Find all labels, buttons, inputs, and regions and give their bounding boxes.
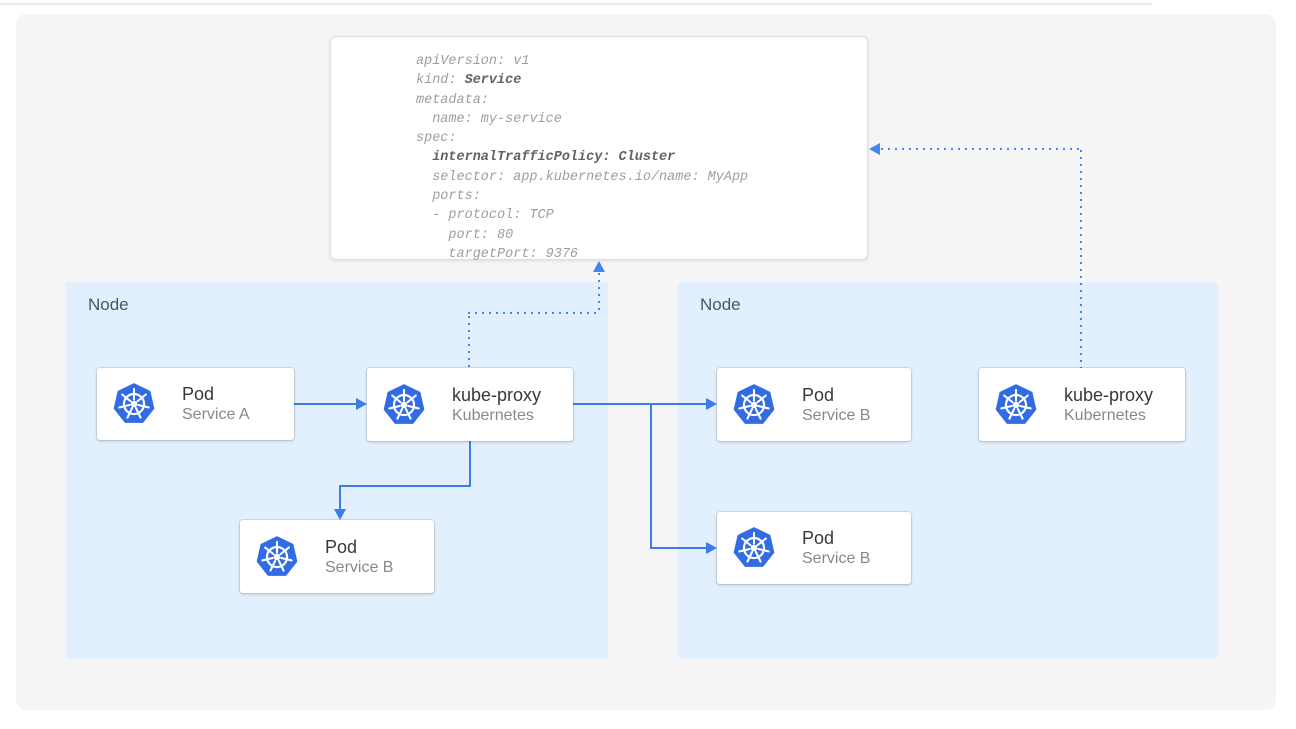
yaml-line: kind: Service <box>416 73 522 89</box>
kubernetes-icon <box>256 535 298 576</box>
dotted-segment <box>1080 150 1082 368</box>
yaml-line: name: my-service <box>416 111 562 127</box>
node-label: Node <box>88 295 129 314</box>
arrowhead-right-icon <box>706 398 717 410</box>
arrowhead-left-icon <box>869 143 880 155</box>
yaml-line: apiVersion: v1 <box>416 54 530 69</box>
dotted-segment <box>468 316 470 368</box>
arrowhead-right-icon <box>706 542 717 554</box>
arrow-segment <box>294 403 356 405</box>
node-label: Node <box>700 295 741 314</box>
yaml-line: port: 80 <box>416 227 514 243</box>
kube-proxy-right-card: kube-proxy Kubernetes <box>979 368 1185 441</box>
card-subtitle: Kubernetes <box>452 406 534 424</box>
arrow-segment <box>650 404 652 549</box>
pod-service-b-left-card: Pod Service B <box>240 520 434 593</box>
yaml-line: ports: <box>416 189 481 205</box>
arrow-segment <box>469 441 471 486</box>
card-title: Pod <box>325 536 358 557</box>
kubernetes-icon <box>383 383 425 424</box>
yaml-line: targetPort: 9376 <box>416 246 579 262</box>
card-title: kube-proxy <box>452 384 542 405</box>
arrowhead-up-icon <box>593 261 605 272</box>
card-subtitle: Service A <box>182 406 250 423</box>
yaml-line: - protocol: TCP <box>416 208 554 224</box>
yaml-line: spec: <box>416 131 457 147</box>
dotted-segment <box>468 312 600 314</box>
card-title: kube-proxy <box>1064 384 1154 405</box>
arrow-segment <box>339 487 341 509</box>
service-yaml-card: apiVersion: v1 kind: Service metadata: n… <box>330 36 868 262</box>
arrow-segment <box>573 403 706 405</box>
pod-service-b-right-top-card: Pod Service B <box>717 368 911 441</box>
kubernetes-icon <box>995 383 1037 424</box>
kubernetes-icon <box>733 383 775 424</box>
kubernetes-icon <box>733 527 775 567</box>
arrow-segment <box>650 547 706 549</box>
pod-service-a-card: Pod Service A <box>97 368 294 440</box>
arrowhead-right-icon <box>356 398 367 410</box>
top-divider <box>0 3 1152 5</box>
node-box-left: Node <box>66 282 608 659</box>
card-subtitle: Service B <box>802 406 871 424</box>
yaml-line: selector: app.kubernetes.io/name: MyApp <box>416 169 749 185</box>
arrowhead-down-icon <box>334 509 346 520</box>
dotted-segment <box>598 273 600 312</box>
yaml-line: metadata: <box>416 92 489 108</box>
card-subtitle: Service B <box>802 550 871 567</box>
arrow-segment <box>339 485 471 487</box>
kube-proxy-left-card: kube-proxy Kubernetes <box>367 368 573 441</box>
pod-service-b-right-bottom-card: Pod Service B <box>717 512 911 584</box>
card-title: Pod <box>802 384 835 405</box>
card-subtitle: Kubernetes <box>1064 406 1146 424</box>
card-title: Pod <box>182 384 215 404</box>
node-box-right: Node <box>678 282 1218 659</box>
card-title: Pod <box>802 528 835 548</box>
kubernetes-icon <box>113 383 155 423</box>
dotted-segment <box>881 148 1081 150</box>
yaml-line: internalTrafficPolicy: Cluster <box>432 150 676 166</box>
card-subtitle: Service B <box>325 558 394 576</box>
